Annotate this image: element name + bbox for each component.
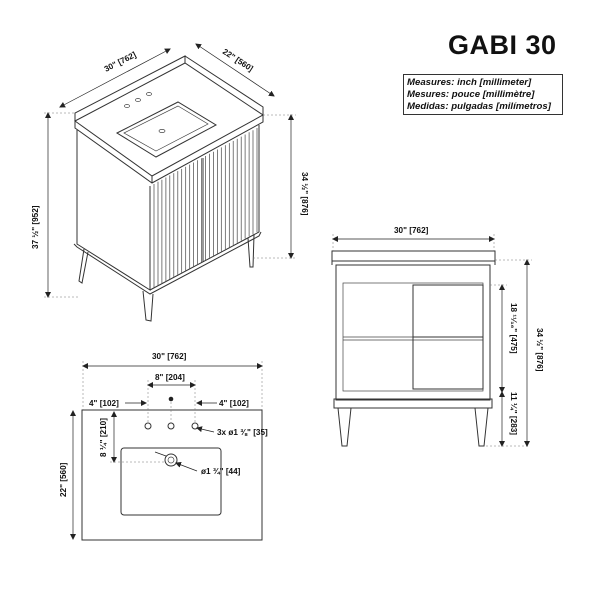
front-total-height-label: 34 ½" [876]	[535, 328, 544, 372]
sink-basin	[115, 101, 218, 158]
iso-total-height-label: 37 ½" [952]	[31, 205, 40, 249]
cabinet-base	[73, 231, 262, 295]
leg-rear-left	[78, 248, 89, 284]
top-faucet-hole-left	[144, 422, 152, 430]
top-center-mark	[168, 396, 174, 402]
top-holes-label: 3x ø1 ⅜" [35]	[217, 428, 268, 437]
countertop-top-face	[74, 62, 264, 177]
faucet-hole-right	[146, 92, 152, 96]
front-view: 30" [762] 18 ¹¹⁄₁₆" [475] 11 ¼" [283] 34…	[331, 226, 544, 447]
cabinet-side	[76, 130, 151, 291]
top-drain-label: ø1 ¾" [44]	[201, 467, 241, 476]
legend-line-english: Measures: inch [millimeter]	[407, 77, 532, 88]
front-bottom-rail	[333, 398, 493, 409]
top-width-label: 30" [762]	[152, 352, 187, 361]
cabinet-front-edge	[149, 125, 260, 291]
front-leg-height-label: 11 ¼" [283]	[509, 392, 518, 435]
top-holes-leader	[196, 426, 215, 433]
top-left-offset-label: 4" [102]	[89, 399, 119, 408]
legend-line-french: Mesures: pouce [millimètre]	[407, 89, 535, 100]
iso-counter-height-label: 34 ½" [876]	[300, 172, 309, 216]
top-drain-leader	[175, 461, 198, 472]
top-countertop	[81, 409, 263, 541]
iso-depth-label: 22" [560]	[221, 47, 255, 73]
top-right-offset-label: 4" [102]	[219, 399, 249, 408]
faucet-hole-center	[135, 98, 141, 102]
front-countertop	[331, 250, 496, 262]
countertop-edge	[74, 115, 264, 184]
top-faucet-hole-center	[167, 422, 175, 430]
leg-front-right	[247, 234, 255, 268]
front-leg-left	[337, 407, 352, 447]
leg-front-left	[142, 290, 154, 322]
top-faucet-hole-right	[191, 422, 199, 430]
iso-width-dim	[59, 48, 171, 108]
top-hole-depth-label: 8 ¼" [210]	[99, 418, 108, 457]
front-inner-height-label: 18 ¹¹⁄₁₆" [475]	[509, 303, 518, 354]
front-leg-right	[474, 407, 489, 447]
top-sink-basin	[120, 447, 222, 516]
top-faucet-spread-label: 8" [204]	[155, 373, 185, 382]
iso-width-label: 30" [762]	[103, 50, 138, 74]
legend-line-spanish: Medidas: pulgadas [milímetros]	[407, 101, 551, 112]
top-drain	[164, 453, 178, 467]
drain-circle	[158, 129, 166, 133]
top-depth-label: 22" [560]	[59, 462, 68, 497]
faucet-hole-left	[124, 104, 130, 108]
fluted-doors	[153, 128, 258, 288]
front-frame	[335, 264, 491, 401]
backsplash	[74, 55, 186, 121]
top-view: 30" [762] 8" [204] 4" [102] 4" [102] 8 ¼…	[59, 352, 268, 541]
isometric-view: 30" [762] 22" [560] 34 ½" [876] 37 ½" [9…	[31, 43, 309, 322]
product-title: GABI 30	[448, 30, 557, 60]
measurement-legend: Measures: inch [millimeter] Mesures: pou…	[403, 74, 563, 115]
front-width-label: 30" [762]	[394, 226, 429, 235]
iso-depth-dim	[195, 43, 275, 97]
